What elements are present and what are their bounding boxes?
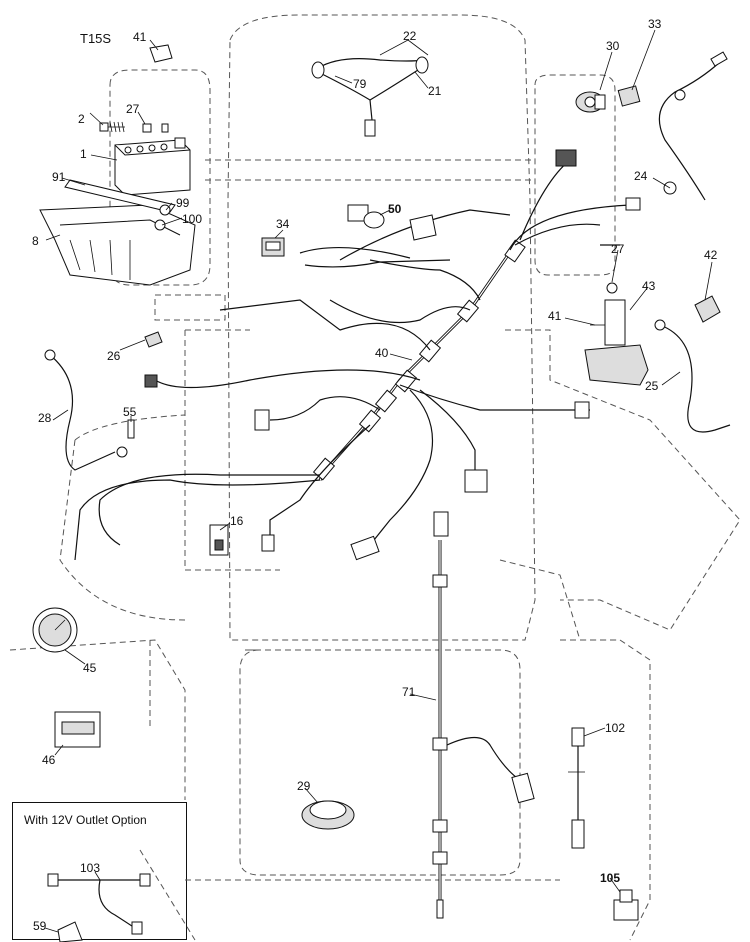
battery-bolt — [99, 121, 125, 133]
hex-nut — [159, 204, 171, 216]
callout: 40 — [375, 346, 389, 360]
connector — [350, 535, 380, 561]
terminal-nut — [142, 123, 152, 133]
callout: 16 — [230, 514, 244, 528]
relay — [613, 889, 639, 921]
callout: 27 — [611, 242, 625, 256]
callout: 71 — [402, 685, 416, 699]
callout: 21 — [428, 84, 442, 98]
reg-module — [617, 85, 641, 107]
fuse — [144, 331, 163, 348]
leader-lines — [44, 29, 713, 933]
callout: 34 — [276, 217, 290, 231]
connector — [574, 401, 590, 419]
pto-connector — [555, 149, 577, 167]
callout: 91 — [52, 170, 66, 184]
callout: 99 — [176, 196, 190, 210]
callout: 24 — [634, 169, 648, 183]
callout: 33 — [648, 17, 662, 31]
callout: 8 — [32, 234, 39, 248]
battery-tray — [39, 204, 196, 286]
callout: 41 — [133, 30, 147, 44]
callout: 26 — [107, 349, 121, 363]
callout: 103 — [80, 861, 100, 875]
connector-right — [625, 197, 641, 211]
callout: 1 — [80, 147, 87, 161]
outlet-option-inset — [12, 802, 187, 940]
callout: 59 — [33, 919, 47, 933]
callout: 50 — [388, 202, 402, 216]
fuse-holder — [149, 44, 173, 63]
connector — [464, 469, 488, 493]
harness-102 — [568, 727, 585, 849]
positive-cable — [654, 319, 731, 433]
callout: 46 — [42, 753, 56, 767]
callout: 30 — [606, 39, 620, 53]
starter-solenoid — [584, 282, 649, 386]
callout: 102 — [605, 721, 625, 735]
12v-outlet — [57, 921, 83, 942]
sticker — [409, 214, 437, 241]
inset-title: With 12V Outlet Option — [24, 813, 147, 827]
ignition-switch — [575, 91, 606, 113]
connector — [254, 409, 270, 431]
connector — [261, 534, 275, 552]
callout: 28 — [38, 411, 52, 425]
hour-meter-gauge — [32, 607, 78, 653]
harness-71 — [432, 511, 535, 919]
lock-washer — [154, 219, 166, 231]
tractor-outline — [9, 14, 741, 941]
main-harness — [74, 159, 631, 561]
callout: 41 — [548, 309, 562, 323]
grommet — [301, 800, 355, 830]
callout: 29 — [297, 779, 311, 793]
ground-cable — [44, 349, 128, 471]
connector — [209, 524, 229, 556]
callout: 55 — [123, 405, 137, 419]
callout: 42 — [704, 248, 718, 262]
hour-meter — [54, 711, 101, 748]
headlights — [311, 56, 429, 137]
battery-cable — [658, 51, 728, 201]
bolt — [127, 419, 135, 439]
terminal-cap — [161, 123, 169, 133]
callout: 43 — [642, 279, 656, 293]
callout: 22 — [403, 29, 417, 43]
callout: 25 — [645, 379, 659, 393]
callout: 2 — [78, 112, 85, 126]
model-label: T15S — [80, 31, 112, 46]
callout: 79 — [353, 77, 367, 91]
callout: 45 — [83, 661, 97, 675]
outlet-harness — [47, 873, 151, 935]
callout: 100 — [182, 212, 202, 226]
callout: 105 — [600, 871, 620, 885]
callout: 27 — [126, 102, 140, 116]
battery — [114, 137, 191, 196]
callout-labels: 41 2 27 1 91 8 99 100 22 79 21 30 33 24 … — [32, 17, 718, 933]
connector — [144, 374, 158, 388]
switch — [261, 237, 285, 257]
terminal-boot — [694, 295, 721, 323]
seat-switch — [347, 204, 385, 229]
